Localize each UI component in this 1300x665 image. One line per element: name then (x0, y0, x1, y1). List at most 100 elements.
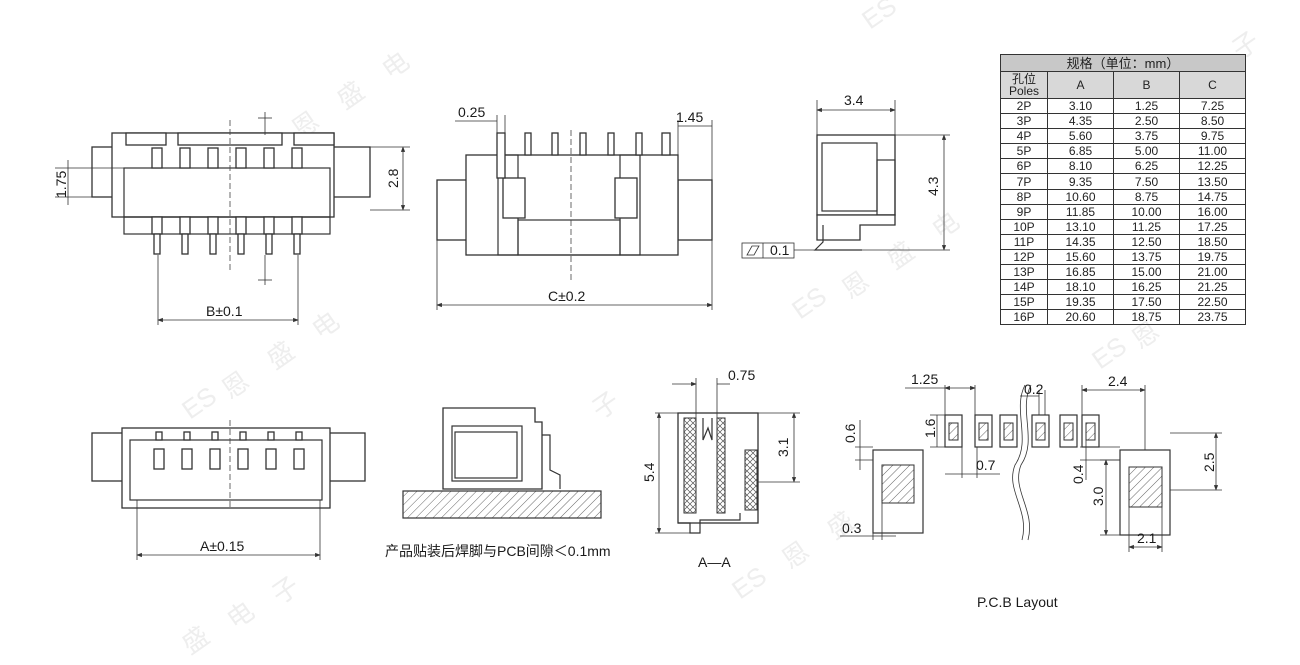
pcb-pad-fill (1035, 422, 1046, 441)
contact-slot (209, 448, 221, 470)
pin-top (179, 147, 191, 169)
spec-cell-a: 18.10 (1047, 279, 1114, 296)
watermark-cn-15: 子 (266, 570, 305, 609)
watermark-cn-9: 盛 (881, 235, 920, 274)
spec-cell-a: 14.35 (1047, 233, 1114, 250)
dim-mount-w: 2.1 (1137, 530, 1157, 546)
spec-cell-b: 16.25 (1113, 279, 1180, 296)
spec-cell-c: 21.25 (1179, 279, 1246, 296)
spec-cell-c: 19.75 (1179, 248, 1246, 266)
spec-cell-c: 14.75 (1179, 188, 1246, 205)
pin-top (263, 147, 275, 169)
pin-leg (237, 233, 245, 255)
watermark-logo-5: ES (726, 560, 772, 604)
dim-side: 1.45 (676, 109, 703, 125)
pcb-pad-fill (978, 422, 989, 441)
watermark-cn-8: 恩 (836, 265, 875, 304)
pcb-pad-fill (1063, 422, 1074, 441)
spec-cell-p: 7P (1000, 173, 1048, 190)
dim-a: A±0.15 (200, 538, 244, 554)
contact-tab (183, 431, 191, 441)
dim-mount-h: 3.0 (1090, 486, 1106, 506)
dim-gap-pcb: 0.2 (1024, 381, 1044, 397)
spec-cell-a: 3.10 (1047, 97, 1114, 115)
pin-leg (265, 233, 273, 255)
spec-cell-b: 3.75 (1113, 128, 1180, 145)
spec-cell-b: 15.00 (1113, 264, 1180, 281)
watermark-cn-5: 盛 (261, 335, 300, 374)
spec-cell-b: 11.25 (1113, 218, 1180, 235)
watermark-cn-13: 盛 (176, 620, 215, 659)
pin-top (235, 147, 247, 169)
contact-tab (239, 431, 247, 441)
spec-cell-c: 12.25 (1179, 158, 1246, 175)
spec-cell-p: 14P (1000, 279, 1048, 296)
spec-cell-a: 9.35 (1047, 173, 1114, 190)
dim-right: 3.1 (775, 437, 791, 457)
contact-tab (267, 431, 275, 441)
section-label: A—A (698, 554, 731, 570)
pcb-pads (944, 414, 1100, 448)
pcb-pad (944, 414, 963, 448)
spec-cell-p: 4P (1000, 128, 1048, 145)
pcb-pad (1031, 414, 1050, 448)
pin-top (207, 147, 219, 169)
spec-cell-p: 16P (1000, 309, 1048, 326)
spec-cell-c: 13.50 (1179, 173, 1246, 190)
dim-width: 3.4 (844, 92, 864, 108)
dim-pitch: 0.25 (458, 104, 485, 120)
pin-bottom (263, 216, 275, 235)
header-b: B (1113, 71, 1180, 99)
view-top: A±0.15 (91, 420, 366, 560)
pin-bottom-view (551, 132, 559, 156)
spec-cell-a: 5.60 (1047, 128, 1114, 145)
dim-top: 0.75 (728, 367, 755, 383)
header-poles-cn: 孔位 (1011, 72, 1036, 86)
dim-mount-right: 2.5 (1201, 452, 1217, 472)
spec-cell-c: 17.25 (1179, 218, 1246, 235)
watermark-logo-4: ES (856, 0, 902, 35)
dim-left: 5.4 (641, 462, 657, 482)
spec-cell-b: 2.50 (1113, 113, 1180, 130)
spec-cell-b: 17.50 (1113, 294, 1180, 311)
view-front: B±0.1 1.75 2.8 (53, 112, 410, 325)
contact-slot (293, 448, 305, 470)
header-a: A (1047, 71, 1114, 99)
spec-cell-a: 4.35 (1047, 113, 1114, 130)
contact-slot (181, 448, 193, 470)
watermark-logo-6: ES (1086, 330, 1132, 374)
watermark-cn-10: 电 (926, 205, 965, 244)
contact-slot (237, 448, 249, 470)
spec-cell-a: 13.10 (1047, 218, 1114, 235)
spec-cell-c: 7.25 (1179, 97, 1246, 115)
dim-height-1: 1.75 (53, 171, 69, 198)
spec-cell-p: 10P (1000, 218, 1048, 235)
dim-mount-top: 0.6 (842, 423, 858, 443)
spec-cell-p: 15P (1000, 294, 1048, 311)
pin-top (291, 147, 303, 169)
contact-slot (153, 448, 165, 470)
watermark-cn-4: 恩 (216, 365, 255, 404)
spec-cell-p: 12P (1000, 248, 1048, 266)
spec-cell-c: 16.00 (1179, 203, 1246, 220)
view-mounted: 产品贴装后焊脚与PCB间隙＜0.1mm (385, 407, 611, 559)
pcb-pad (999, 414, 1018, 448)
spec-cell-c: 22.50 (1179, 294, 1246, 311)
spec-cell-b: 18.75 (1113, 309, 1180, 326)
spec-cell-p: 11P (1000, 233, 1048, 250)
view-side: 3.4 4.3 0.1 (741, 92, 950, 259)
mount-note: 产品贴装后焊脚与PCB间隙＜0.1mm (385, 543, 611, 559)
watermark-cn-6: 电 (306, 305, 345, 344)
contact-tab (155, 431, 163, 441)
